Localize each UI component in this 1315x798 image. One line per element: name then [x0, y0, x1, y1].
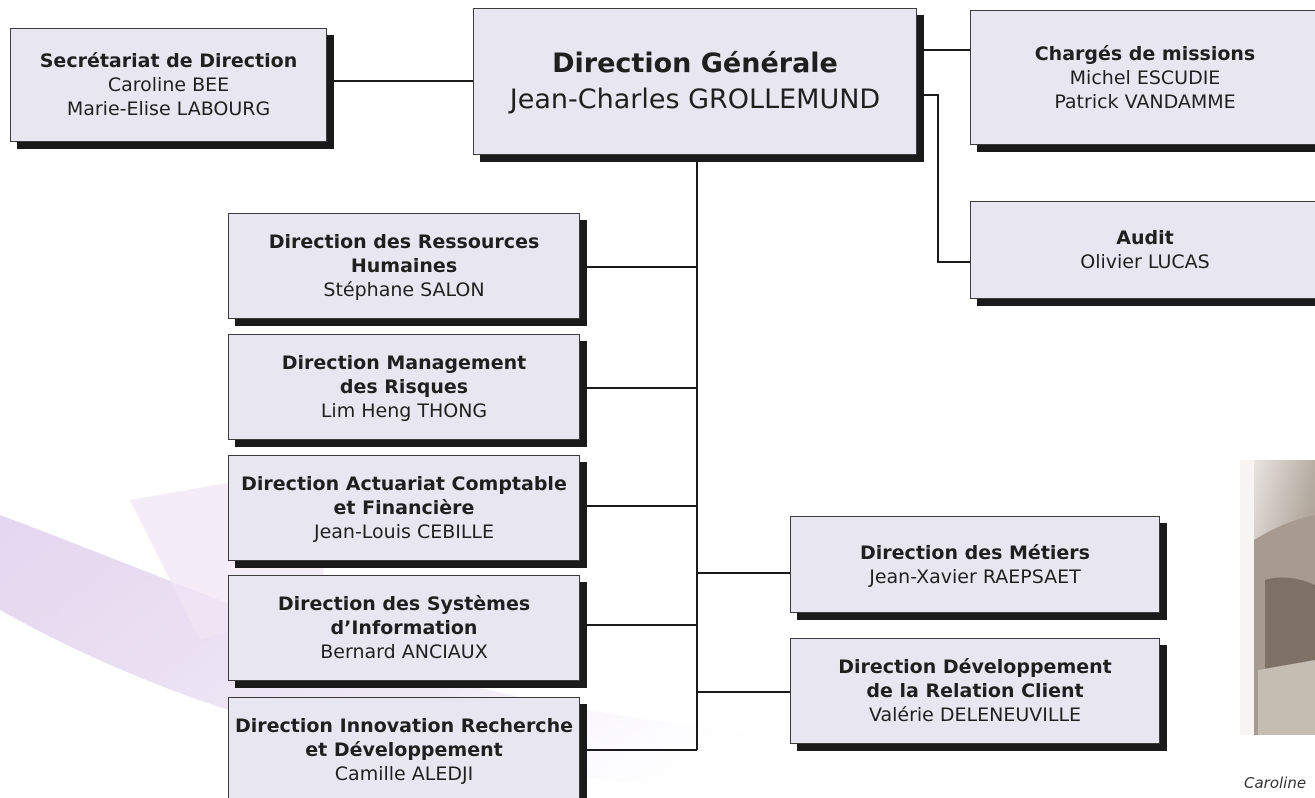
actuariat-box: Direction Actuariat Comptable et Financi…	[228, 455, 580, 561]
box-person: Camille ALEDJI	[334, 763, 474, 785]
box-person: Bernard ANCIAUX	[320, 641, 488, 663]
photo-image	[1240, 460, 1315, 735]
box-person: Lim Heng THONG	[320, 400, 488, 422]
box-title: Direction des Ressources Humaines	[268, 231, 540, 277]
innovation-box: Direction Innovation Recherche et Dévelo…	[228, 697, 580, 798]
box-person: Jean-Louis CEBILLE	[313, 521, 495, 543]
photo-caption: Caroline	[1244, 774, 1307, 792]
audit-box: Audit Olivier LUCAS	[970, 201, 1315, 299]
box-person: Valérie DELENEUVILLE	[868, 704, 1082, 726]
box-title: Direction Innovation Recherche et Dévelo…	[234, 715, 573, 761]
box-title: Direction des Métiers	[860, 541, 1090, 564]
metiers-box: Direction des Métiers Jean-Xavier RAEPSA…	[790, 516, 1160, 613]
box-person: Jean-Xavier RAEPSAET	[869, 565, 1081, 588]
box-title: Direction Management des Risques	[281, 352, 527, 398]
box-title: Direction Actuariat Comptable et Financi…	[241, 473, 567, 519]
box-title: Direction Générale	[552, 47, 838, 79]
box-title: Direction des Systèmes d’Information	[277, 593, 531, 639]
box-person: Caroline BEE Marie-Elise LABOURG	[66, 74, 271, 120]
box-person: Olivier LUCAS	[1080, 251, 1210, 273]
rh-box: Direction des Ressources Humaines Stépha…	[228, 213, 580, 319]
box-title: Direction Développement de la Relation C…	[838, 656, 1112, 702]
direction-generale-box: Direction Générale Jean-Charles GROLLEMU…	[473, 8, 917, 155]
risques-box: Direction Management des Risques Lim Hen…	[228, 334, 580, 440]
box-title: Audit	[1116, 227, 1174, 249]
box-person: Jean-Charles GROLLEMUND	[509, 83, 881, 115]
secretariat-box: Secrétariat de Direction Caroline BEE Ma…	[10, 28, 327, 142]
missions-box: Chargés de missions Michel ESCUDIE Patri…	[970, 10, 1315, 145]
systemes-information-box: Direction des Systèmes d’Information Ber…	[228, 575, 580, 681]
box-person: Michel ESCUDIE Patrick VANDAMME	[1054, 66, 1236, 113]
box-person: Stéphane SALON	[323, 279, 485, 301]
box-title: Chargés de missions	[1034, 42, 1256, 65]
relation-client-box: Direction Développement de la Relation C…	[790, 638, 1160, 744]
box-title: Secrétariat de Direction	[39, 50, 298, 72]
staff-photo	[1240, 460, 1315, 735]
